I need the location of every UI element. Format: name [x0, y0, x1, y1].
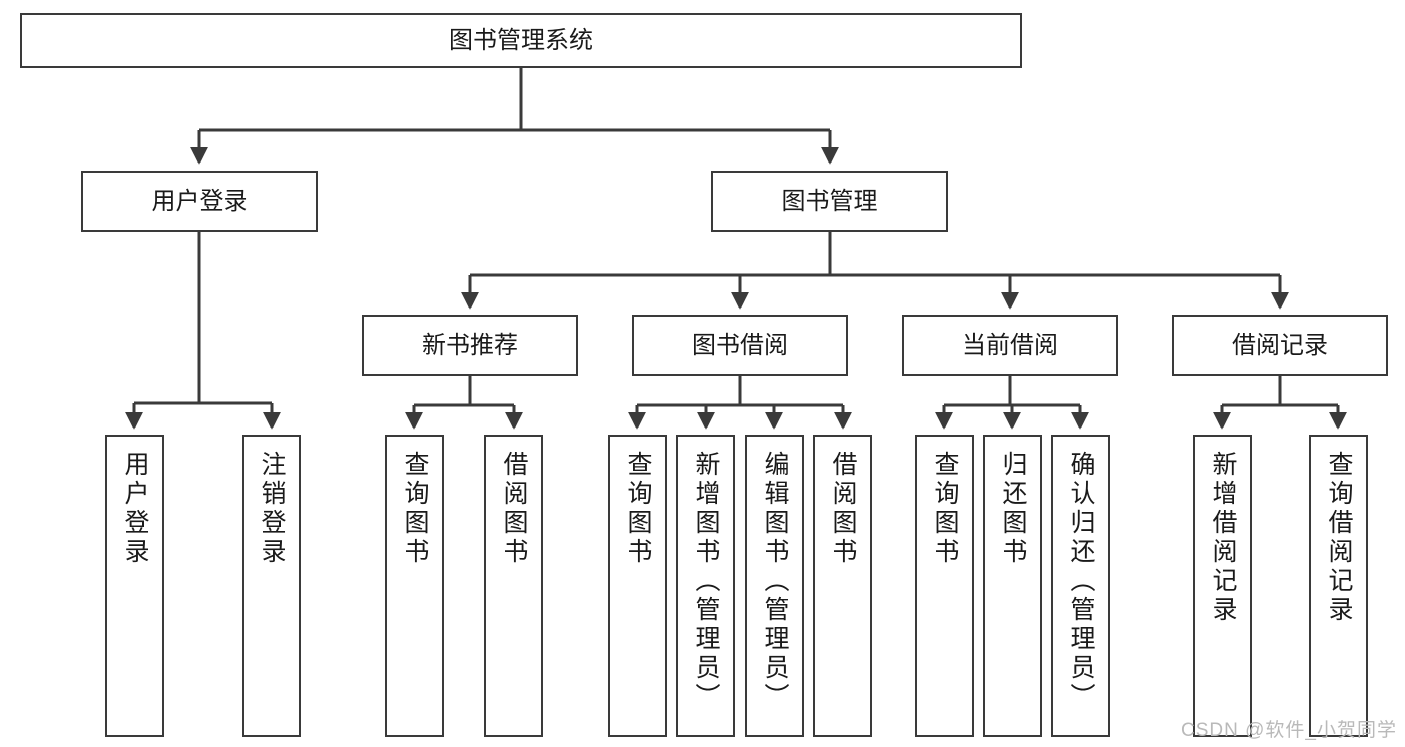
leaf-logout[interactable]: 注销登录: [242, 435, 301, 737]
leaf-add-book-admin-label: 新增图书（管理员）: [692, 451, 720, 712]
leaf-logout-label: 注销登录: [258, 451, 286, 567]
leaf-return-book[interactable]: 归还图书: [983, 435, 1042, 737]
node-root[interactable]: 图书管理系统: [20, 13, 1022, 68]
node-user-login[interactable]: 用户登录: [81, 171, 318, 232]
node-current-borrow[interactable]: 当前借阅: [902, 315, 1118, 376]
node-user-login-label: 用户登录: [151, 187, 248, 215]
node-current-borrow-label: 当前借阅: [962, 331, 1058, 359]
leaf-borrow-book-recommend-label: 借阅图书: [500, 451, 528, 567]
leaf-add-book-admin[interactable]: 新增图书（管理员）: [676, 435, 735, 737]
node-book-management[interactable]: 图书管理: [711, 171, 948, 232]
leaf-edit-book-admin[interactable]: 编辑图书（管理员）: [745, 435, 804, 737]
leaf-query-borrow-record-label: 查询借阅记录: [1325, 451, 1353, 625]
leaf-confirm-return-admin-label: 确认归还（管理员）: [1067, 451, 1095, 712]
leaf-query-book-recommend-label: 查询图书: [401, 451, 429, 567]
leaf-query-book-recommend[interactable]: 查询图书: [385, 435, 444, 737]
node-borrow-record[interactable]: 借阅记录: [1172, 315, 1388, 376]
leaf-borrow-book[interactable]: 借阅图书: [813, 435, 872, 737]
leaf-borrow-book-recommend[interactable]: 借阅图书: [484, 435, 543, 737]
leaf-return-book-label: 归还图书: [999, 451, 1027, 567]
leaf-query-book-current-label: 查询图书: [931, 451, 959, 567]
node-new-book-recommend-label: 新书推荐: [422, 331, 518, 359]
node-book-borrow[interactable]: 图书借阅: [632, 315, 848, 376]
leaf-query-borrow-record[interactable]: 查询借阅记录: [1309, 435, 1368, 737]
node-root-label: 图书管理系统: [449, 26, 593, 54]
csdn-watermark: CSDN @软件_小贺同学: [1181, 720, 1397, 741]
leaf-user-login-label: 用户登录: [121, 451, 149, 567]
leaf-edit-book-admin-label: 编辑图书（管理员）: [761, 451, 789, 712]
node-book-management-label: 图书管理: [781, 187, 878, 215]
leaf-add-borrow-record[interactable]: 新增借阅记录: [1193, 435, 1252, 737]
leaf-query-book-borrow-label: 查询图书: [624, 451, 652, 567]
leaf-add-borrow-record-label: 新增借阅记录: [1209, 451, 1237, 625]
leaf-query-book-borrow[interactable]: 查询图书: [608, 435, 667, 737]
leaf-borrow-book-label: 借阅图书: [829, 451, 857, 567]
leaf-confirm-return-admin[interactable]: 确认归还（管理员）: [1051, 435, 1110, 737]
leaf-user-login[interactable]: 用户登录: [105, 435, 164, 737]
leaf-query-book-current[interactable]: 查询图书: [915, 435, 974, 737]
node-borrow-record-label: 借阅记录: [1232, 331, 1328, 359]
node-new-book-recommend[interactable]: 新书推荐: [362, 315, 578, 376]
node-book-borrow-label: 图书借阅: [692, 331, 788, 359]
